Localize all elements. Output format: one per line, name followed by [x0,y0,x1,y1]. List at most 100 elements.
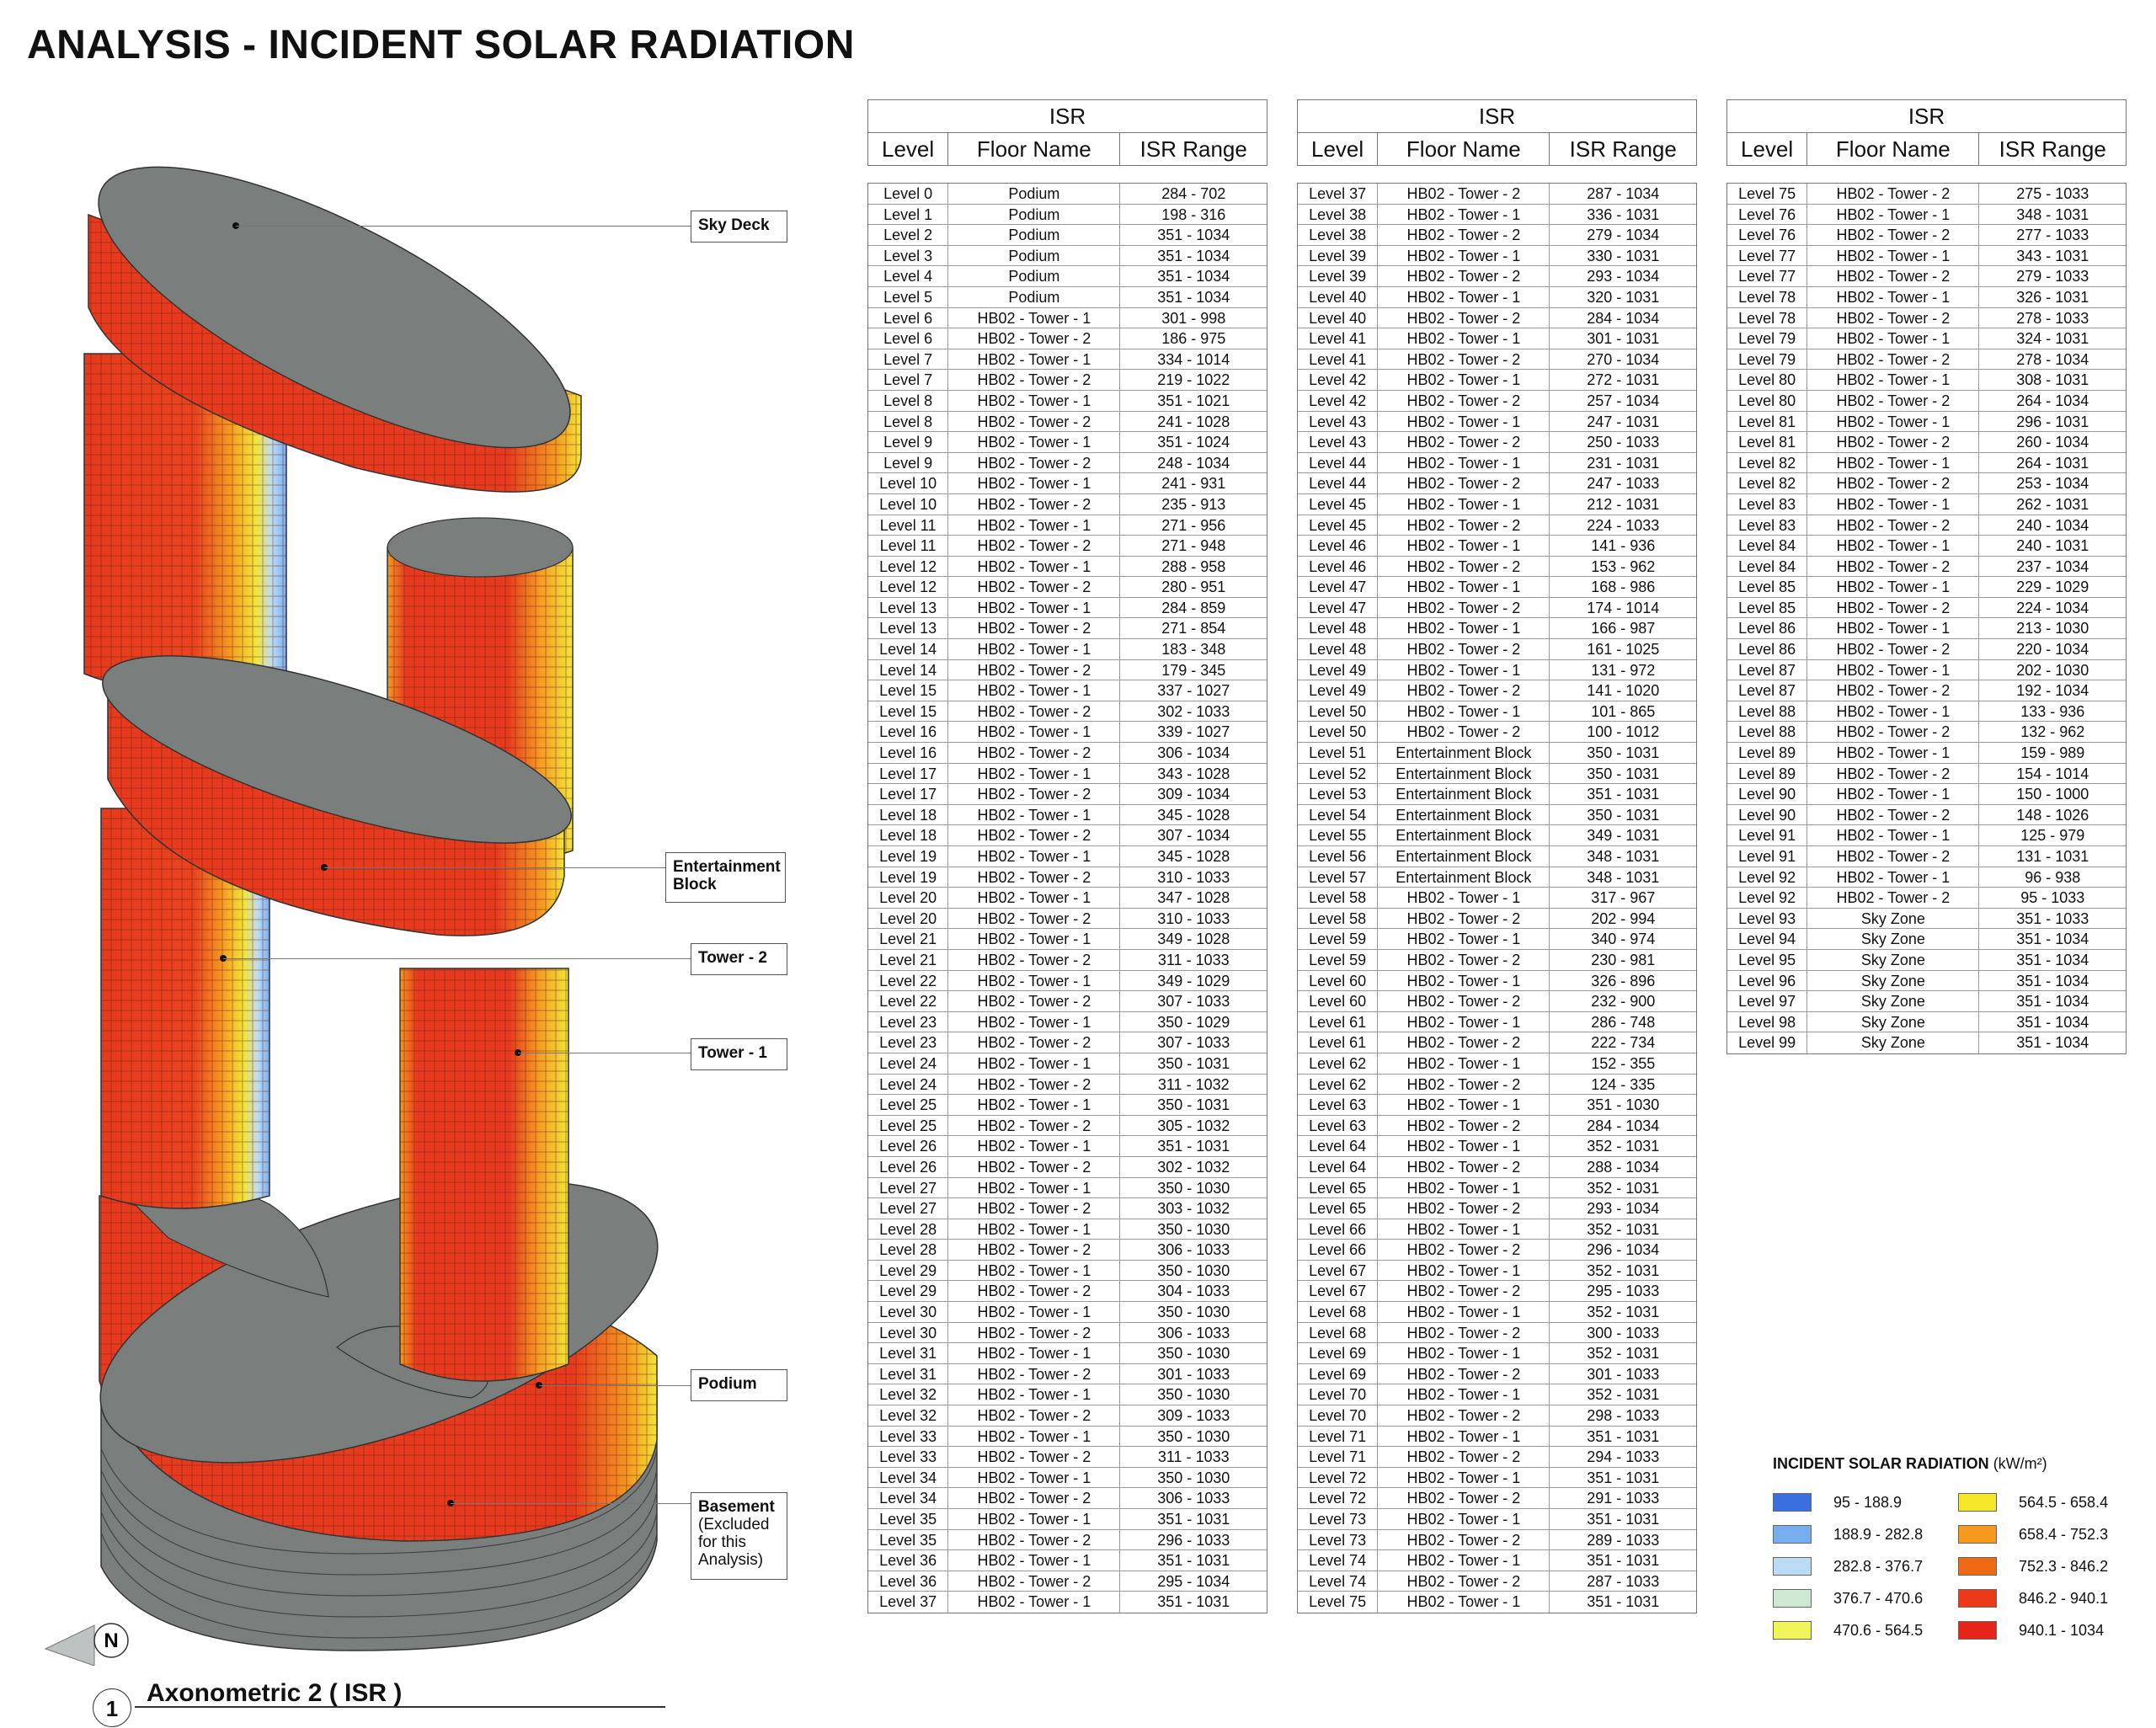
callout-basement: Basement (Excluded for this Analysis) [691,1492,787,1580]
cell-floor-name: HB02 - Tower - 1 [1378,1302,1550,1322]
cell-isr-range: 174 - 1014 [1587,599,1660,616]
cell-isr-range: 247 - 1031 [1587,413,1660,430]
cell-level: Level 76 [1727,204,1808,225]
cell-isr-range: 230 - 981 [1591,951,1656,968]
cell-floor-name: HB02 - Tower - 1 [948,473,1121,493]
cell-level: Level 32 [868,1384,949,1405]
cell-level: Level 24 [868,1053,949,1074]
cell-level: Level 58 [1298,908,1379,929]
isr-table-header: ISR Level Floor Name ISR Range [1726,99,2127,166]
cell-isr-range: 303 - 1032 [1157,1200,1230,1218]
cell-level: Level 19 [868,867,949,888]
cell-level: Level 47 [1298,577,1379,597]
cell-floor-name: HB02 - Tower - 1 [1378,493,1550,515]
cell-level: Level 71 [1298,1447,1379,1467]
cell-floor-name: HB02 - Tower - 2 [1807,722,1980,743]
cell-floor-name: Sky Zone [1807,991,1980,1011]
legend-label: 846.2 - 940.1 [2019,1589,2109,1607]
cell-isr-range: 224 - 1033 [1587,516,1660,534]
cell-level: Level 75 [1727,184,1808,204]
cell-level: Level 22 [868,991,949,1011]
cell-floor-name: HB02 - Tower - 1 [1378,370,1550,390]
cell-level: Level 33 [868,1447,949,1467]
legend-title: INCIDENT SOLAR RADIATION [1773,1455,1989,1472]
cell-isr-range: 351 - 1031 [1587,1469,1660,1486]
legend-item: 752.3 - 846.2 [1958,1557,2127,1576]
cell-isr-range: 100 - 1012 [1587,723,1660,741]
col-range-header: ISR Range [1139,136,1247,162]
cell-floor-name: HB02 - Tower - 2 [1807,225,1980,245]
cell-floor-name: HB02 - Tower - 1 [1378,970,1550,991]
axonometric-drawing [83,166,659,1651]
cell-floor-name: HB02 - Tower - 2 [1378,1156,1550,1177]
cell-level: Level 42 [1298,390,1379,411]
cell-floor-name: HB02 - Tower - 2 [1807,515,1980,536]
cell-isr-range: 284 - 1034 [1587,309,1660,327]
cell-isr-range: 248 - 1034 [1157,454,1230,472]
cell-level: Level 25 [868,1115,949,1136]
cell-isr-range: 202 - 994 [1591,909,1656,927]
cell-isr-range: 257 - 1034 [1587,392,1660,409]
cell-level: Level 88 [1727,701,1808,722]
cell-floor-name: HB02 - Tower - 1 [948,846,1121,867]
cell-floor-name: Entertainment Block [1378,804,1550,825]
cell-level: Level 79 [1727,349,1808,370]
cell-floor-name: HB02 - Tower - 1 [948,349,1121,370]
cell-floor-name: HB02 - Tower - 2 [1378,1363,1550,1384]
cell-isr-range: 286 - 748 [1591,1013,1656,1031]
legend-swatch [1958,1557,1997,1576]
cell-isr-range: 337 - 1027 [1157,682,1230,700]
cell-isr-range: 296 - 1033 [1157,1531,1230,1549]
cell-level: Level 84 [1727,536,1808,556]
cell-isr-range: 166 - 987 [1591,620,1656,637]
cell-floor-name: HB02 - Tower - 1 [1807,618,1980,639]
cell-isr-range: 125 - 979 [2020,827,2085,845]
legend-label: 188.9 - 282.8 [1833,1525,1924,1543]
legend-item: 846.2 - 940.1 [1958,1589,2127,1608]
cell-level: Level 21 [868,949,949,970]
cell-floor-name: HB02 - Tower - 1 [948,390,1121,411]
cell-floor-name: HB02 - Tower - 2 [1378,597,1550,618]
cell-isr-range: 317 - 967 [1591,889,1656,907]
cell-isr-range: 311 - 1033 [1157,1448,1230,1466]
cell-floor-name: HB02 - Tower - 1 [1807,784,1980,804]
cell-isr-range: 306 - 1033 [1157,1324,1230,1341]
cell-level: Level 10 [868,493,949,515]
cell-isr-range: 305 - 1032 [1157,1117,1230,1134]
cell-isr-range: 141 - 936 [1591,537,1656,555]
cell-isr-range: 351 - 1034 [2016,951,2089,968]
cell-level: Level 36 [868,1550,949,1571]
cell-level: Level 9 [868,432,949,452]
cell-level: Level 98 [1727,1011,1808,1032]
isr-group-header: ISR [1727,100,2126,133]
cell-isr-range: 351 - 1034 [2016,1034,2089,1052]
cell-level: Level 27 [868,1198,949,1219]
cell-isr-range: 235 - 913 [1161,495,1226,513]
cell-level: Level 55 [1298,825,1379,845]
cell-floor-name: HB02 - Tower - 2 [1378,991,1550,1011]
cell-isr-range: 271 - 854 [1161,620,1226,637]
cell-level: Level 30 [868,1302,949,1322]
cell-floor-name: HB02 - Tower - 2 [1378,1529,1550,1550]
cell-level: Level 69 [1298,1363,1379,1384]
